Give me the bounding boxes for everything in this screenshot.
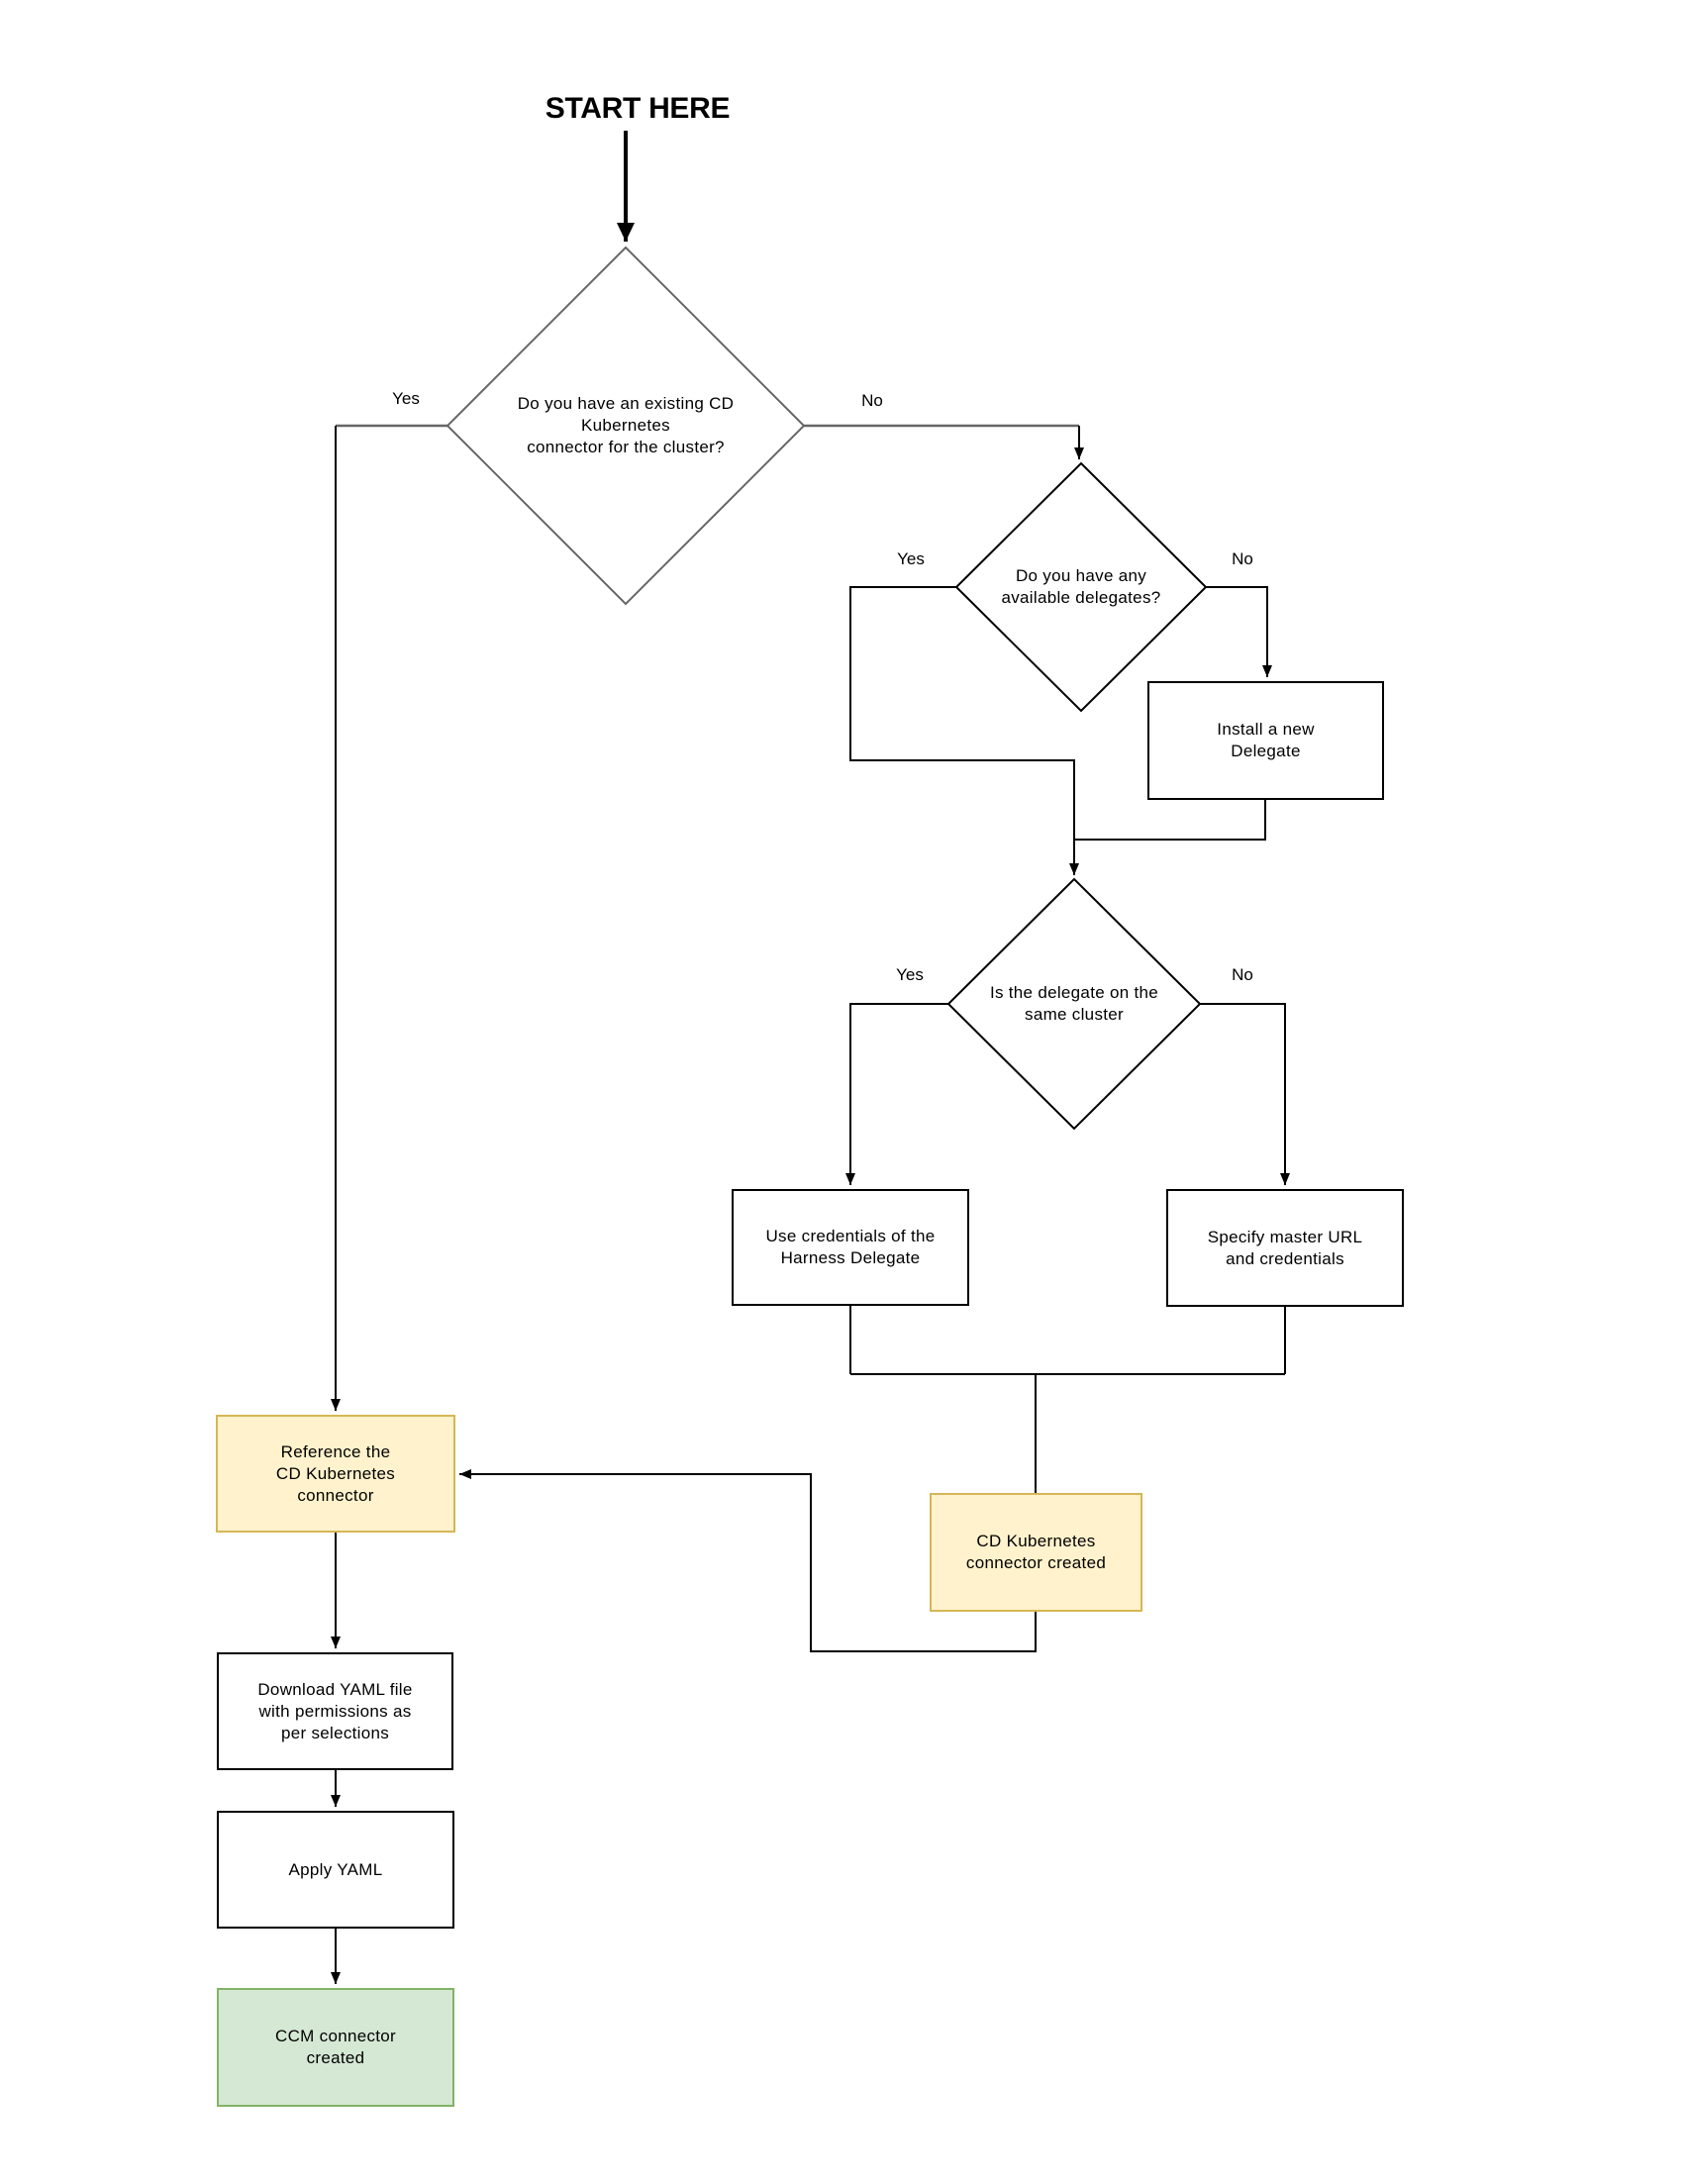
process-line: connector created [965, 1553, 1107, 1572]
process-line: and credentials [1226, 1248, 1344, 1268]
terminal-ccm-connector-created: CCM connector created [217, 1988, 454, 2107]
edge-label-d1-yes: Yes [392, 389, 420, 408]
decision-line: Kubernetes [581, 416, 670, 435]
process-line: Apply YAML [288, 1859, 383, 1879]
decision-line: Is the delegate on the [989, 983, 1159, 1002]
decision-same-cluster-shape [946, 877, 1202, 1131]
process-line: Use credentials of the [765, 1227, 936, 1245]
process-line: Download YAML file [257, 1679, 413, 1699]
decision-same-cluster-text: Is the delegate on the same cluster [941, 981, 1208, 1027]
edge-label-d2-no: No [1232, 549, 1253, 568]
decision-line: connector for the cluster? [527, 438, 725, 456]
process-use-credentials: Use credentials of the Harness Delegate [732, 1189, 969, 1306]
edge-d3-no [1200, 1003, 1290, 1185]
decision-available-delegates-text: Do you have any available delegates? [947, 564, 1215, 610]
start-here-label: START HERE [545, 92, 731, 125]
process-line: CCM connector [275, 2027, 396, 2045]
edge-d3-yes [845, 1003, 948, 1185]
process-line: CD Kubernetes [976, 1532, 1096, 1550]
process-line: CD Kubernetes [275, 1463, 396, 1483]
decision-available-delegates-shape [954, 461, 1208, 713]
process-install-delegate: Install a new Delegate [1147, 681, 1384, 800]
process-download-yaml: Download YAML file with permissions as p… [217, 1652, 453, 1770]
process-line: Harness Delegate [780, 1248, 921, 1267]
process-line: Specify master URL [1207, 1227, 1363, 1246]
edge-label-d3-no: No [1232, 965, 1253, 984]
decision-line: Do you have an existing CD [517, 394, 735, 413]
process-apply-yaml: Apply YAML [217, 1811, 454, 1929]
decision-line: same cluster [1025, 1005, 1124, 1024]
edge-created-to-reference [459, 1469, 1037, 1652]
edge-label-d1-no: No [861, 391, 883, 410]
process-reference-connector: Reference the CD Kubernetes connector [216, 1415, 455, 1533]
process-line: created [306, 2048, 365, 2067]
decision-line: available delegates? [1001, 588, 1161, 607]
decision-existing-connector-shape [446, 246, 806, 606]
process-line: Install a new [1217, 720, 1315, 739]
process-line: Delegate [1231, 742, 1301, 760]
edge-d2-no [1206, 586, 1272, 677]
edge-label-d2-yes: Yes [897, 549, 925, 568]
process-line: per selections [280, 1723, 390, 1742]
process-line: Reference the [280, 1441, 391, 1461]
decision-line: Do you have any [1015, 566, 1147, 585]
edge-d2-yes [849, 586, 1079, 875]
edge-install-join [1074, 800, 1266, 841]
process-specify-master: Specify master URL and credentials [1166, 1189, 1404, 1307]
edge-label-d3-yes: Yes [896, 965, 924, 984]
terminal-cd-connector-created: CD Kubernetes connector created [930, 1493, 1142, 1612]
process-line: with permissions as [258, 1701, 412, 1721]
decision-existing-connector-text: Do you have an existing CD Kubernetes co… [457, 384, 794, 467]
process-line: connector [297, 1485, 374, 1505]
